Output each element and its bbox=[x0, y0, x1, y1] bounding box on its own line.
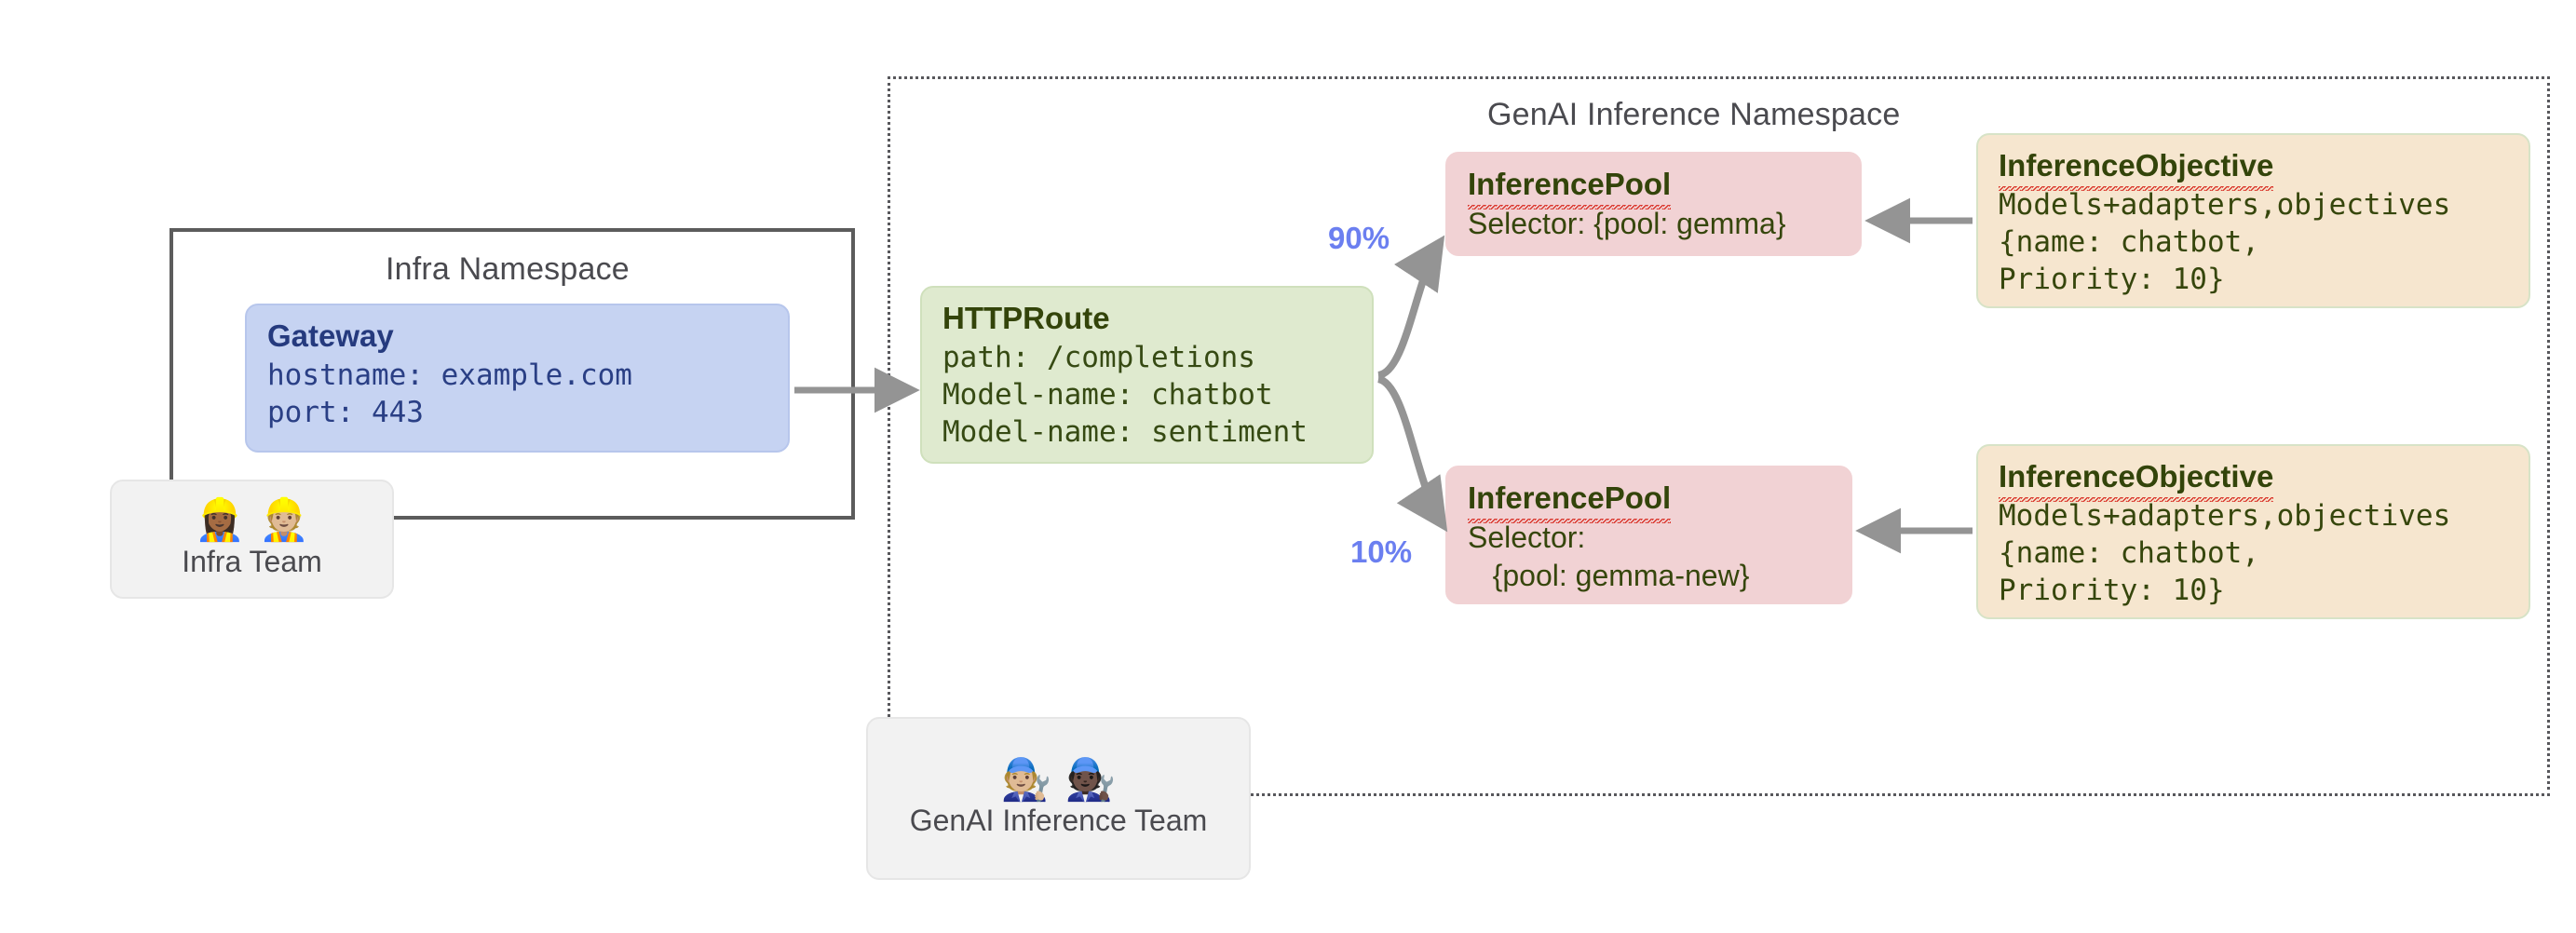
inferenceobjective-top-line-priority: Priority: 10} bbox=[1999, 263, 2225, 297]
inferenceobjective-bottom-title: InferenceObjective bbox=[1999, 457, 2274, 502]
team-label-genai: GenAI Inference Team bbox=[909, 804, 1208, 838]
inferencepool-gemma-new-title: InferencePool bbox=[1468, 479, 1672, 523]
team-label-infra: Infra Team bbox=[182, 544, 322, 578]
httproute-line-model-sentiment: Model-name: sentiment bbox=[942, 415, 1308, 450]
inferenceobjective-bottom-line-name: {name: chatbot, bbox=[1999, 536, 2259, 571]
inferenceobjective-bottom-line-priority: Priority: 10} bbox=[1999, 574, 2225, 608]
mechanic-icon: 🧑🏼‍🔧🧑🏿‍🔧 bbox=[1000, 755, 1130, 804]
inferencepool-gemma-card[interactable]: InferencePool Selector: {pool: gemma} bbox=[1445, 152, 1862, 256]
inferencepool-gemma-new-selector-value: {pool: gemma-new} bbox=[1468, 559, 1750, 593]
httproute-line-path: path: /completions bbox=[942, 340, 1255, 374]
inferencepool-gemma-new-card[interactable]: InferencePool Selector: {pool: gemma-new… bbox=[1445, 466, 1852, 604]
inferencepool-gemma-new-selector-label: Selector: bbox=[1468, 520, 1586, 554]
namespace-genai-inference bbox=[888, 76, 2550, 796]
inferencepool-gemma-selector: Selector: {pool: gemma} bbox=[1468, 206, 1786, 240]
gateway-line-hostname: hostname: example.com bbox=[267, 358, 632, 392]
team-card-infra[interactable]: 👷🏾‍♀️👷🏼 Infra Team bbox=[110, 480, 394, 599]
weight-label-10: 10% bbox=[1350, 534, 1413, 569]
gateway-line-port: port: 443 bbox=[267, 396, 424, 430]
namespace-infra-label: Infra Namespace bbox=[386, 251, 630, 287]
inferenceobjective-top-title: InferenceObjective bbox=[1999, 146, 2274, 191]
inferenceobjective-bottom-line-models: Models+adapters,objectives bbox=[1999, 498, 2451, 533]
gateway-card[interactable]: Gateway hostname: example.com port: 443 bbox=[245, 304, 790, 453]
team-card-genai[interactable]: 🧑🏼‍🔧🧑🏿‍🔧 GenAI Inference Team bbox=[866, 717, 1251, 880]
httproute-card[interactable]: HTTPRoute path: /completions Model-name:… bbox=[920, 286, 1374, 464]
inferencepool-gemma-title: InferencePool bbox=[1468, 165, 1672, 210]
construction-worker-icon: 👷🏾‍♀️👷🏼 bbox=[194, 496, 323, 545]
inferenceobjective-top-line-models: Models+adapters,objectives bbox=[1999, 187, 2451, 222]
httproute-title: HTTPRoute bbox=[942, 301, 1110, 335]
gateway-title: Gateway bbox=[267, 318, 394, 353]
httproute-line-model-chatbot: Model-name: chatbot bbox=[942, 378, 1273, 412]
inferenceobjective-top-line-name: {name: chatbot, bbox=[1999, 225, 2259, 260]
namespace-genai-inference-label: GenAI Inference Namespace bbox=[1487, 97, 1901, 132]
inferenceobjective-bottom-card[interactable]: InferenceObjective Models+adapters,objec… bbox=[1976, 444, 2530, 619]
weight-label-90: 90% bbox=[1328, 221, 1390, 255]
inferenceobjective-top-card[interactable]: InferenceObjective Models+adapters,objec… bbox=[1976, 133, 2530, 308]
